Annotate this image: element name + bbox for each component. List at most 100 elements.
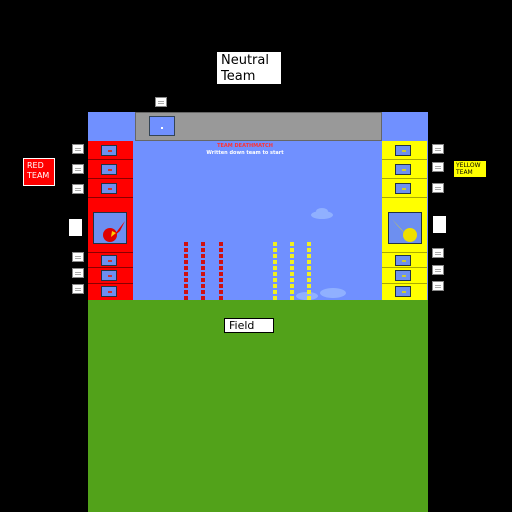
red-unit[interactable] <box>184 290 188 294</box>
red-unit-slot[interactable] <box>101 286 117 297</box>
yellow-unit[interactable] <box>273 290 277 294</box>
yellow-unit-slot[interactable] <box>395 270 411 281</box>
red-unit-slot[interactable] <box>101 255 117 266</box>
yellow-unit[interactable] <box>290 248 294 252</box>
red-emblem-button[interactable] <box>69 219 82 236</box>
cloud <box>320 288 346 298</box>
red-unit[interactable] <box>219 278 223 282</box>
red-unit[interactable] <box>219 254 223 258</box>
red-unit[interactable] <box>201 260 205 264</box>
yellow-unit-slot[interactable] <box>395 183 411 194</box>
neutral-team-bar[interactable] <box>135 112 382 141</box>
yellow-unit[interactable] <box>307 266 311 270</box>
red-unit[interactable] <box>184 242 188 246</box>
game-subtitle: Written down team to start <box>206 150 284 156</box>
yellow-unit-slot[interactable] <box>395 286 411 297</box>
yellow-unit[interactable] <box>290 266 294 270</box>
red-slot-button[interactable] <box>72 252 84 262</box>
red-unit[interactable] <box>201 278 205 282</box>
red-unit[interactable] <box>184 254 188 258</box>
yellow-unit[interactable] <box>273 266 277 270</box>
red-slot-row <box>88 198 133 253</box>
cloud <box>311 211 333 219</box>
yellow-slot-button[interactable] <box>432 144 444 154</box>
red-unit[interactable] <box>184 260 188 264</box>
red-team-emblem[interactable] <box>93 212 127 244</box>
yellow-slot-row <box>382 268 427 284</box>
red-team-panel[interactable] <box>88 141 133 300</box>
yellow-unit[interactable] <box>290 272 294 276</box>
yellow-unit[interactable] <box>273 260 277 264</box>
yellow-unit[interactable] <box>290 242 294 246</box>
red-unit[interactable] <box>201 284 205 288</box>
yellow-unit[interactable] <box>290 296 294 300</box>
red-unit[interactable] <box>201 290 205 294</box>
red-unit[interactable] <box>219 242 223 246</box>
yellow-unit[interactable] <box>273 278 277 282</box>
red-team-label: RED TEAM <box>23 158 55 186</box>
yellow-slot-button[interactable] <box>432 162 444 172</box>
red-unit[interactable] <box>219 260 223 264</box>
red-slot-button[interactable] <box>72 284 84 294</box>
red-slot-button[interactable] <box>72 268 84 278</box>
red-unit[interactable] <box>201 254 205 258</box>
red-unit[interactable] <box>219 266 223 270</box>
yellow-team-panel[interactable] <box>382 141 427 300</box>
red-unit[interactable] <box>201 242 205 246</box>
yellow-unit[interactable] <box>307 254 311 258</box>
yellow-unit-slot[interactable] <box>395 145 411 156</box>
red-unit[interactable] <box>184 248 188 252</box>
yellow-unit[interactable] <box>307 248 311 252</box>
red-slot-button[interactable] <box>72 144 84 154</box>
red-unit[interactable] <box>219 248 223 252</box>
yellow-unit[interactable] <box>290 260 294 264</box>
red-unit[interactable] <box>184 266 188 270</box>
yellow-unit[interactable] <box>273 248 277 252</box>
field-area[interactable] <box>88 300 428 512</box>
red-unit[interactable] <box>184 272 188 276</box>
yellow-unit[interactable] <box>290 278 294 282</box>
neutral-team-slot[interactable] <box>149 116 175 136</box>
yellow-slot-button[interactable] <box>432 183 444 193</box>
yellow-slot-button[interactable] <box>432 248 444 258</box>
red-unit[interactable] <box>184 278 188 282</box>
yellow-unit[interactable] <box>273 272 277 276</box>
yellow-unit-slot[interactable] <box>395 164 411 175</box>
red-slot-button[interactable] <box>72 184 84 194</box>
yellow-slot-button[interactable] <box>432 265 444 275</box>
yellow-unit[interactable] <box>307 260 311 264</box>
yellow-unit-slot[interactable] <box>395 255 411 266</box>
red-unit[interactable] <box>201 266 205 270</box>
yellow-unit[interactable] <box>307 242 311 246</box>
yellow-unit[interactable] <box>273 254 277 258</box>
red-unit[interactable] <box>184 296 188 300</box>
yellow-unit[interactable] <box>273 284 277 288</box>
yellow-unit[interactable] <box>273 296 277 300</box>
red-unit-slot[interactable] <box>101 164 117 175</box>
yellow-unit[interactable] <box>290 290 294 294</box>
red-unit[interactable] <box>219 272 223 276</box>
yellow-unit[interactable] <box>290 254 294 258</box>
yellow-unit[interactable] <box>307 296 311 300</box>
yellow-unit[interactable] <box>307 278 311 282</box>
yellow-team-emblem[interactable] <box>388 212 422 244</box>
red-unit-slot[interactable] <box>101 270 117 281</box>
red-unit[interactable] <box>219 296 223 300</box>
yellow-unit[interactable] <box>290 284 294 288</box>
yellow-unit[interactable] <box>273 242 277 246</box>
red-unit-slot[interactable] <box>101 145 117 156</box>
yellow-slot-button[interactable] <box>432 281 444 291</box>
red-unit[interactable] <box>219 284 223 288</box>
yellow-unit[interactable] <box>307 290 311 294</box>
red-unit[interactable] <box>201 248 205 252</box>
red-unit[interactable] <box>219 290 223 294</box>
red-slot-button[interactable] <box>72 164 84 174</box>
red-unit-slot[interactable] <box>101 183 117 194</box>
yellow-unit[interactable] <box>307 272 311 276</box>
yellow-emblem-button[interactable] <box>433 216 446 233</box>
red-unit[interactable] <box>201 296 205 300</box>
yellow-unit[interactable] <box>307 284 311 288</box>
neutral-button[interactable] <box>155 97 167 107</box>
red-unit[interactable] <box>184 284 188 288</box>
red-unit[interactable] <box>201 272 205 276</box>
